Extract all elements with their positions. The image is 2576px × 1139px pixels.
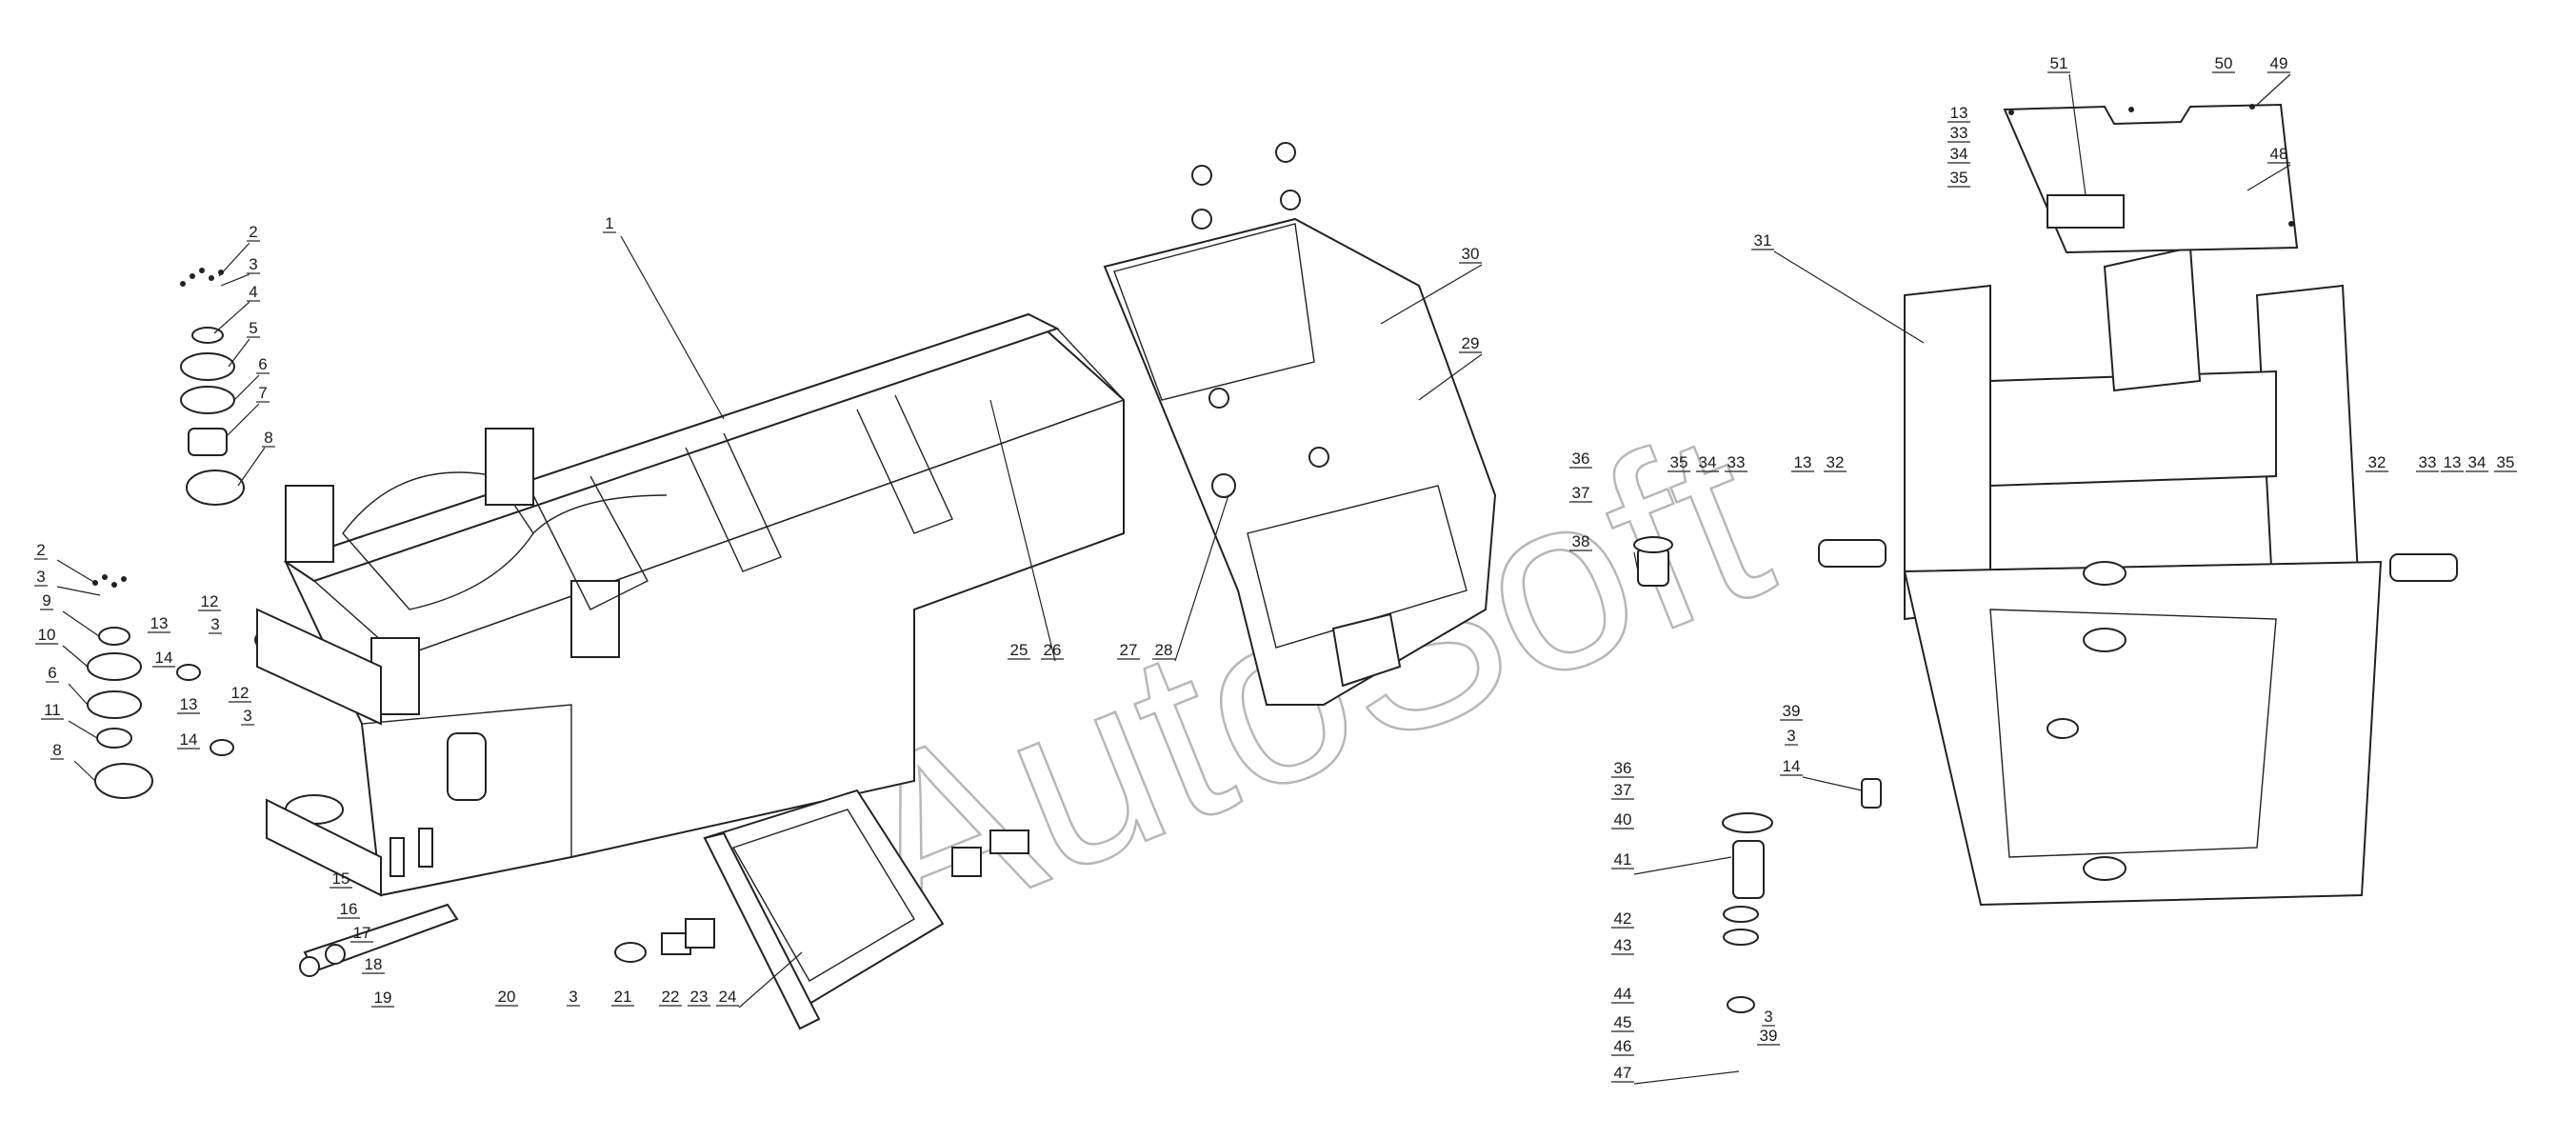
pin-stacks-right (1633, 536, 2458, 1013)
callout-c35a: 35 (1950, 169, 1968, 187)
callout-c28: 28 (1155, 641, 1173, 659)
callout-c3g: 3 (1764, 1008, 1772, 1026)
callout-c13b: 13 (180, 695, 198, 713)
callout-c3b: 3 (36, 568, 45, 586)
callout-c20: 20 (498, 988, 516, 1006)
callout-c3a: 3 (249, 255, 257, 273)
callout-c12a: 12 (201, 592, 219, 610)
callout-c12b: 12 (231, 684, 250, 702)
callout-c35b: 35 (1670, 453, 1688, 471)
callout-c14b: 14 (180, 730, 198, 749)
callout-c36b: 36 (1614, 759, 1632, 777)
callout-c29: 29 (1462, 334, 1480, 352)
callout-c34c: 34 (2468, 453, 2486, 471)
bearing-stack-lower (87, 574, 153, 799)
callout-c45: 45 (1614, 1013, 1632, 1031)
callout-c3e: 3 (569, 988, 577, 1006)
callout-c2b: 2 (36, 541, 45, 559)
callout-c19: 19 (374, 989, 392, 1007)
callout-c1: 1 (605, 214, 613, 232)
leader-lines (56, 73, 2291, 1085)
callout-c27: 27 (1120, 641, 1138, 659)
callout-c49: 49 (2270, 54, 2288, 72)
callout-c17: 17 (353, 924, 371, 942)
callout-c34a: 34 (1950, 145, 1968, 163)
callout-c36a: 36 (1572, 450, 1590, 468)
callout-c25: 25 (1010, 641, 1028, 659)
callout-c51: 51 (2050, 54, 2068, 72)
callout-c14c: 14 (1783, 757, 1801, 775)
callout-c14a: 14 (155, 649, 173, 667)
cover-plate (2003, 103, 2299, 254)
callout-c3f: 3 (1787, 727, 1795, 745)
callout-c38: 38 (1572, 532, 1590, 550)
front-frame (1903, 246, 2383, 907)
callout-c22: 22 (662, 988, 680, 1006)
callout-c37b: 37 (1614, 781, 1632, 799)
callout-c47: 47 (1614, 1064, 1632, 1082)
callout-c34b: 34 (1699, 453, 1717, 471)
callout-c33c: 33 (2419, 453, 2437, 471)
callout-c33b: 33 (1727, 453, 1746, 471)
callout-c30: 30 (1462, 245, 1480, 263)
callout-c32b: 32 (2368, 453, 2386, 471)
callout-c6b: 6 (48, 664, 56, 682)
callout-c31: 31 (1754, 231, 1772, 250)
callout-c11: 11 (44, 701, 61, 719)
callout-c39a: 39 (1783, 702, 1801, 720)
callout-c3c: 3 (210, 615, 219, 633)
callout-c9: 9 (42, 591, 50, 609)
pin-parts (176, 664, 459, 977)
callout-c24: 24 (719, 988, 737, 1006)
callout-c43: 43 (1614, 936, 1632, 954)
callout-c21: 21 (614, 988, 632, 1006)
bearing-stack-upper (180, 268, 245, 506)
callout-c16: 16 (340, 900, 358, 918)
callout-c18: 18 (365, 955, 383, 973)
callout-c44: 44 (1614, 985, 1632, 1003)
callout-c15: 15 (332, 869, 350, 888)
callout-c33a: 33 (1950, 124, 1968, 142)
callout-c23: 23 (690, 988, 709, 1006)
callout-c42: 42 (1614, 909, 1632, 928)
callout-c5: 5 (249, 319, 257, 337)
callout-c13a: 13 (150, 614, 169, 632)
callout-c40: 40 (1614, 810, 1632, 829)
tank-box (1103, 142, 1497, 706)
callout-c41: 41 (1614, 850, 1632, 869)
callout-c26: 26 (1044, 641, 1062, 659)
callout-c32a: 32 (1827, 453, 1845, 471)
swing-frame (614, 789, 1029, 1030)
callout-c13c: 13 (1950, 104, 1968, 122)
callout-c4: 4 (249, 283, 257, 301)
callout-c10: 10 (38, 626, 56, 644)
callout-c35c: 35 (2497, 453, 2515, 471)
callout-c13d: 13 (1794, 453, 1812, 471)
callout-c7: 7 (258, 384, 267, 402)
callout-c2a: 2 (249, 223, 257, 241)
callout-labels: 1234567823910611812313141213314151617181… (34, 54, 2517, 1083)
callout-c6a: 6 (258, 355, 267, 373)
callout-c37a: 37 (1572, 484, 1590, 502)
callout-c50: 50 (2215, 54, 2233, 72)
callout-c3d: 3 (243, 707, 251, 725)
rear-frame (254, 312, 1126, 897)
callout-c8b: 8 (52, 741, 61, 759)
callout-c39b: 39 (1760, 1027, 1778, 1045)
callout-c46: 46 (1614, 1037, 1632, 1055)
callout-c8a: 8 (264, 429, 272, 447)
callout-c48: 48 (2270, 145, 2288, 163)
callout-c13e: 13 (2444, 453, 2462, 471)
